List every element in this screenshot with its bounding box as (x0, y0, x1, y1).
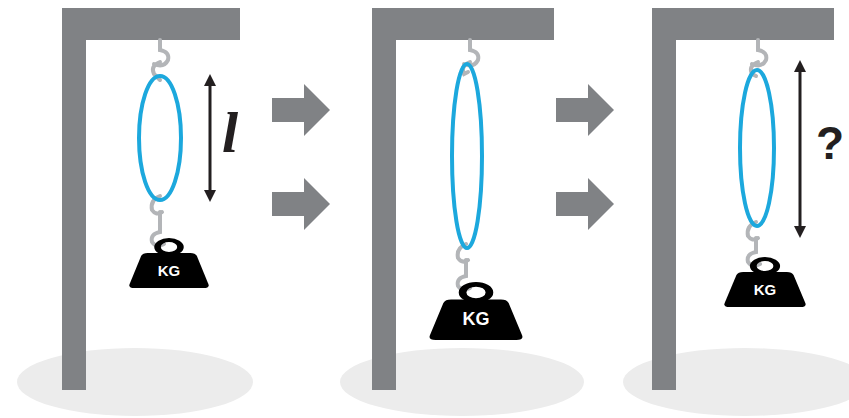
rubber-band (740, 70, 774, 226)
block-arrow (272, 178, 330, 230)
unknown-length-label: ? (816, 120, 844, 166)
length-label: l (222, 104, 238, 162)
weight: KG (723, 257, 807, 307)
weight-label: KG (128, 262, 210, 279)
dimension-arrow (209, 80, 212, 196)
stand-post (652, 8, 676, 390)
rubber-band (139, 76, 181, 200)
block-arrow (272, 84, 330, 136)
weight: KG (128, 238, 210, 288)
stand-post (62, 8, 86, 390)
block-arrow (556, 84, 614, 136)
stand-beam (372, 8, 554, 40)
weight-label: KG (428, 309, 524, 330)
rubber-band (452, 64, 482, 248)
floor-shadow (17, 348, 253, 416)
dimension-arrow (799, 66, 802, 232)
stand-beam (652, 8, 834, 40)
stand-beam (62, 8, 240, 40)
weight-label: KG (723, 281, 807, 298)
stand-post (372, 8, 396, 390)
weight: KG (428, 282, 524, 340)
block-arrow (556, 178, 614, 230)
